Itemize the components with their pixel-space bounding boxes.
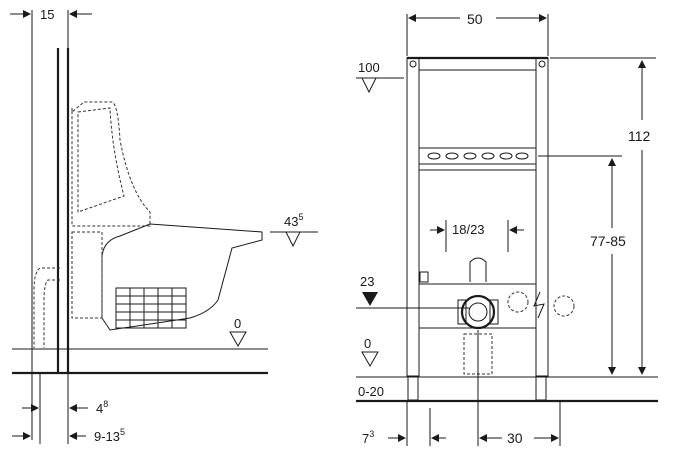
- side-bracket-left: [419, 271, 429, 283]
- drain-offset-label: 30: [507, 430, 523, 446]
- front-view: 50 100 112 77-85 18/23 23: [356, 11, 658, 446]
- frame-post-left: [406, 57, 420, 377]
- floor-label-front: 0: [364, 336, 371, 351]
- grille-pattern: [116, 288, 186, 328]
- cistern-outline: [71, 101, 151, 227]
- dim-48-label: 48: [96, 399, 108, 416]
- flush-height-label: 77-85: [590, 233, 626, 249]
- cistern-inner: [77, 107, 125, 213]
- cross-bar-holes: [427, 152, 529, 160]
- frame-post-right: [535, 57, 549, 377]
- dim-9-13-label: 9-135: [94, 427, 125, 444]
- total-height-label: 112: [628, 128, 651, 144]
- connection-triangle: [362, 292, 378, 306]
- water-socket: [553, 295, 575, 317]
- spacing-label: 18/23: [452, 222, 485, 237]
- foot-left: [407, 375, 419, 401]
- flush-socket: [469, 257, 487, 282]
- width-label: 50: [467, 11, 483, 27]
- drain-fitting: [460, 294, 496, 330]
- electric-bolt-icon: [533, 291, 545, 319]
- seat-height-triangle: [285, 231, 301, 248]
- foot-label: 73: [362, 429, 374, 446]
- drain-fitting-inner: [468, 302, 488, 322]
- mount-block: [71, 231, 103, 319]
- drain-clamp-left: [457, 299, 467, 325]
- drain-clamp-right: [489, 299, 499, 325]
- floor-label-side: 0: [234, 316, 241, 331]
- seat-height-label: 435: [284, 212, 303, 229]
- frame-top-label: 100: [358, 60, 380, 75]
- power-socket: [507, 291, 529, 313]
- floor-triangle-front: [361, 351, 379, 368]
- grille-box: [115, 287, 187, 329]
- cross-bar: [418, 147, 537, 165]
- connection-label: 23: [360, 274, 374, 289]
- bolt-left: [409, 60, 417, 68]
- drain-pipe-inner: [43, 279, 60, 348]
- frame-top-triangle: [361, 77, 377, 94]
- dim-15-label: 15: [40, 7, 54, 22]
- side-view: 15 435 0 48: [10, 7, 318, 444]
- foot-right: [535, 375, 547, 401]
- floor-range-label: 0-20: [358, 384, 384, 399]
- bolt-right: [538, 60, 546, 68]
- floor-triangle-side: [229, 331, 247, 348]
- drain-pipe-outer: [33, 267, 60, 348]
- toilet-bowl-outline: [101, 223, 263, 331]
